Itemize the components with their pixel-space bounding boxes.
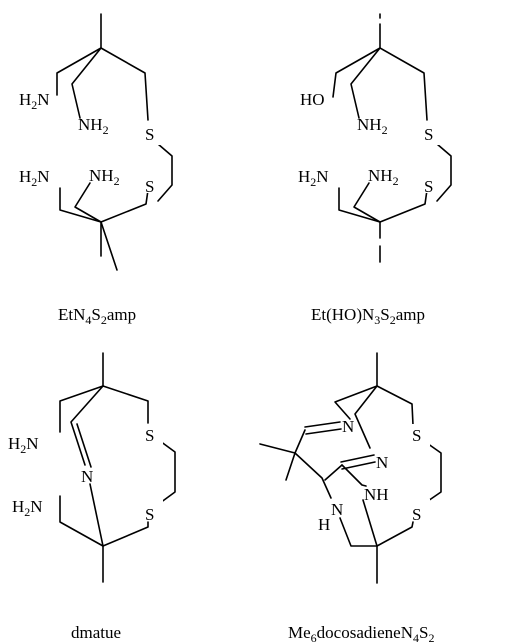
m2-caption: Et(HO)N3S2amp: [311, 305, 425, 327]
m3-s-bottom: S: [145, 505, 154, 524]
m1-nh2-top: NH2: [78, 115, 109, 137]
molecule-dmatue: H2N N S H2N S dmatue: [8, 352, 176, 642]
m2-nh2-top: NH2: [357, 115, 388, 137]
molecule-1-bonds: [56, 13, 173, 271]
m3-h2n-bottom: H2N: [12, 497, 43, 519]
m1-nh2-bottom: NH2: [89, 166, 120, 188]
m4-n-bottom: N: [331, 500, 343, 519]
m4-s-bottom: S: [412, 505, 421, 524]
m3-s-top: S: [145, 426, 154, 445]
m2-s-bottom: S: [424, 177, 433, 196]
m4-s-top: S: [412, 426, 421, 445]
m2-h2n-bottom: H2N: [298, 167, 329, 189]
m1-s-bottom: S: [145, 177, 154, 196]
molecule-me6docosadienen4s2: N N S NH N H S Me6docosadieneN4S2: [259, 352, 442, 643]
molecule-4-bonds: [259, 352, 442, 584]
m4-caption: Me6docosadieneN4S2: [288, 623, 434, 643]
m4-n-left: N: [342, 417, 354, 436]
molecule-3-bonds: [59, 352, 176, 583]
m4-nh: NH: [364, 485, 389, 504]
molecule-etn4s2amp: H2N NH2 S H2N NH2 S EtN4S2amp: [19, 13, 173, 327]
m2-s-top: S: [424, 125, 433, 144]
m2-nh2-bottom: NH2: [368, 166, 399, 188]
m1-s-top: S: [145, 125, 154, 144]
m1-h2n-bottom: H2N: [19, 167, 50, 189]
m1-h2n-top: H2N: [19, 90, 50, 112]
molecule-2-bonds: [332, 13, 452, 263]
molecule-et-ho-n3s2amp: HO NH2 S H2N NH2 S Et(HO)N3S2amp: [298, 13, 452, 327]
m4-n-right: N: [376, 453, 388, 472]
m2-ho-top: HO: [300, 90, 325, 109]
m4-h-bottom: H: [318, 515, 330, 534]
m3-n-imine: N: [81, 467, 93, 486]
m1-caption: EtN4S2amp: [58, 305, 136, 327]
m3-h2n-top: H2N: [8, 434, 39, 456]
m3-caption: dmatue: [71, 623, 121, 642]
